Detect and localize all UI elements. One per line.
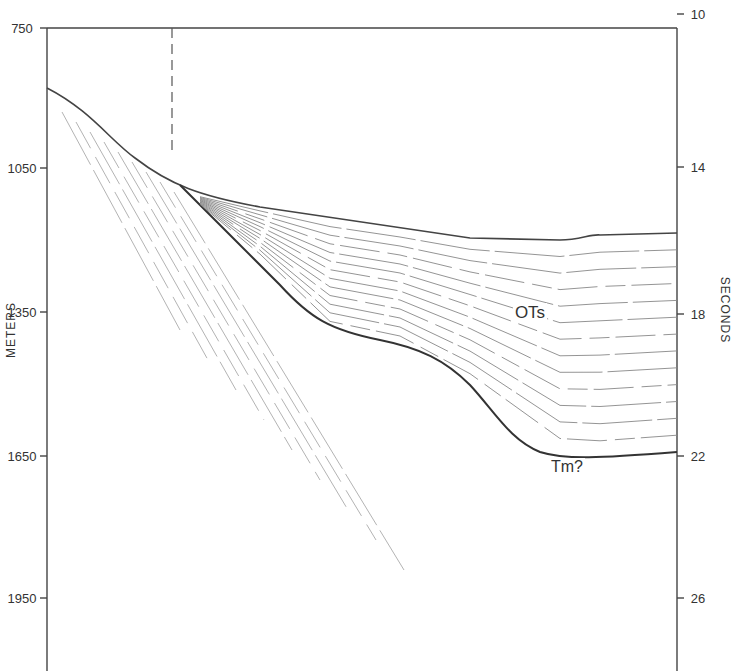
reflector-layers — [200, 197, 677, 441]
depth-tick: 750 — [11, 22, 33, 35]
reflector-line — [200, 201, 677, 356]
reflector-base — [180, 185, 677, 457]
reflector-line — [200, 199, 677, 306]
reflector-line — [200, 200, 677, 339]
axis-title: METERS — [5, 302, 17, 358]
time-tick: 10 — [691, 8, 705, 21]
dipping-line — [90, 132, 236, 390]
dipping-reflectors — [62, 112, 404, 570]
dipping-line — [160, 182, 376, 540]
depth-tick: 1950 — [8, 592, 37, 605]
frame — [40, 14, 684, 671]
reflector-line — [200, 204, 677, 424]
time-tick: 26 — [691, 592, 705, 605]
reflector-line — [200, 204, 677, 440]
axis-title: SECONDS — [719, 277, 731, 343]
reflector-line — [200, 203, 677, 407]
dipping-line — [132, 162, 320, 480]
seafloor — [47, 88, 677, 240]
dipping-line — [62, 112, 180, 330]
reflector-line — [200, 197, 677, 273]
dipping-line — [76, 122, 208, 360]
depth-tick: 1650 — [8, 450, 37, 463]
time-tick: 22 — [691, 450, 705, 463]
depth-tick: 1050 — [8, 162, 37, 175]
dipping-line — [146, 172, 348, 510]
reflector-line — [200, 197, 677, 257]
dipping-line — [104, 142, 264, 420]
unit-label: Tm? — [549, 458, 585, 476]
dipping-line — [174, 192, 404, 570]
dashed-marker — [171, 28, 172, 150]
unit-label: OTs — [513, 303, 547, 322]
time-tick: 14 — [691, 161, 705, 174]
reflector-line — [200, 202, 677, 389]
reflector-line — [200, 198, 677, 290]
time-tick: 18 — [691, 308, 705, 321]
dipping-line — [118, 152, 292, 450]
